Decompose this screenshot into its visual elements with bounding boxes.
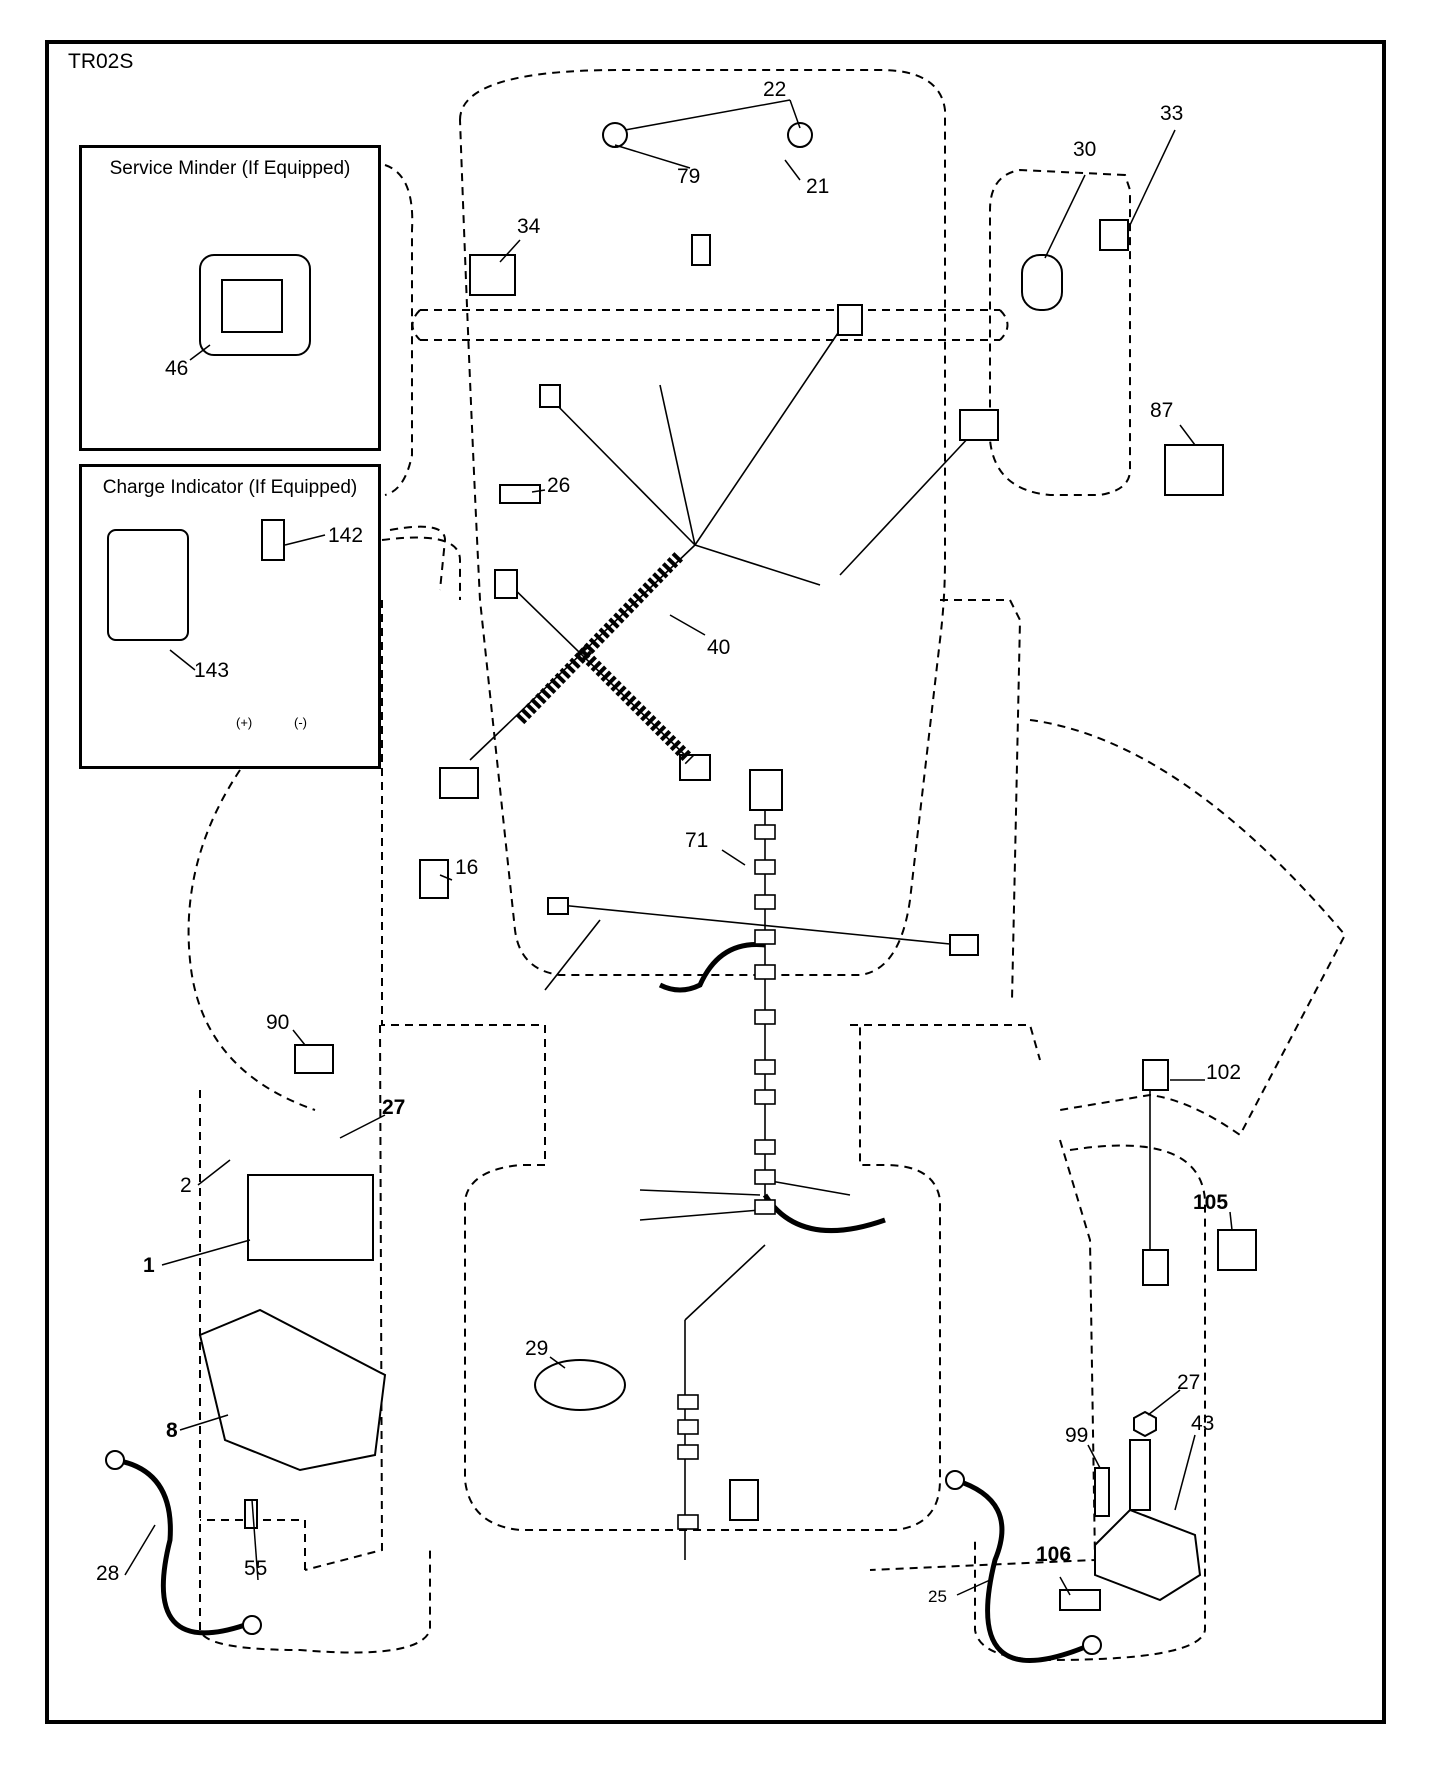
charge-connector — [261, 519, 285, 561]
switch-34 — [469, 254, 516, 296]
callout-106: 106 — [1036, 1543, 1072, 1566]
grommet-29 — [534, 1359, 626, 1411]
plug-71-top — [749, 769, 783, 811]
callout-40: 40 — [707, 636, 731, 659]
terminal-minus-label: (-) — [294, 715, 307, 730]
callout-21: 21 — [806, 175, 830, 198]
callout-33: 33 — [1160, 102, 1184, 125]
harness-40-sheath — [515, 550, 695, 765]
callout-43: 43 — [1191, 1412, 1215, 1435]
callout-29: 29 — [525, 1337, 549, 1360]
harness-71-segments — [677, 824, 776, 1530]
cable-28-terminal-bottom — [242, 1615, 262, 1635]
service-minder-title: Service Minder (If Equipped) — [109, 158, 351, 179]
components — [105, 122, 1257, 1655]
callout-79: 79 — [677, 165, 701, 188]
callout-16: 16 — [455, 856, 479, 879]
battery-tray-8 — [198, 1308, 387, 1472]
callout-leaders — [124, 99, 1233, 1596]
callout-8: 8 — [166, 1419, 178, 1442]
callout-1: 1 — [143, 1254, 155, 1277]
headlight-connector — [691, 234, 711, 266]
cable-25-terminal-top — [945, 1470, 965, 1490]
switch-90 — [294, 1044, 334, 1074]
solenoid-105 — [1217, 1229, 1257, 1271]
callout-143: 143 — [194, 659, 230, 682]
switch-87 — [1164, 444, 1224, 496]
callout-90: 90 — [266, 1011, 290, 1034]
cable-28-terminal-top — [105, 1450, 125, 1470]
headlight-bulb-right — [787, 122, 813, 148]
charge-indicator-inset: Charge Indicator (If Equipped) — [79, 464, 381, 769]
callout-27-starter: 27 — [1177, 1371, 1201, 1394]
callout-25: 25 — [928, 1587, 947, 1606]
harness-40-connector-e — [837, 304, 863, 336]
diagram-frame — [45, 40, 1386, 1724]
harness-40-connector-b — [679, 754, 711, 781]
harness-40-connector-d — [539, 384, 561, 408]
charge-indicator-unit — [107, 529, 189, 641]
plug-71-left — [547, 897, 569, 915]
headlight-bulb-left — [602, 122, 628, 148]
starter-solenoid-43 — [1094, 1508, 1202, 1602]
screw-55 — [244, 1499, 258, 1529]
callout-27-battery: 27 — [382, 1096, 406, 1119]
callout-87: 87 — [1150, 399, 1174, 422]
battery-cables — [114, 942, 1091, 1663]
callout-34: 34 — [517, 215, 541, 238]
callout-28: 28 — [96, 1562, 120, 1585]
callout-99: 99 — [1065, 1424, 1089, 1447]
connector-102 — [1142, 1059, 1169, 1091]
bolt-99 — [1094, 1467, 1110, 1517]
callout-142: 142 — [328, 524, 364, 547]
connector-102b — [1142, 1249, 1169, 1286]
callout-22: 22 — [763, 78, 787, 101]
callout-71: 71 — [685, 829, 709, 852]
callout-105: 105 — [1193, 1191, 1229, 1214]
charge-indicator-title: Charge Indicator (If Equipped) — [102, 477, 358, 498]
harness-40-connector-c — [494, 569, 518, 599]
body-outlines — [187, 69, 1347, 1662]
cable-25-terminal-bottom — [1082, 1635, 1102, 1655]
relay-33 — [1099, 219, 1129, 251]
callout-26: 26 — [547, 474, 571, 497]
plug-71-right — [949, 934, 979, 956]
callout-30: 30 — [1073, 138, 1097, 161]
callout-102: 102 — [1206, 1061, 1242, 1084]
ignition-switch-30 — [1021, 254, 1063, 311]
fuse-26 — [499, 484, 541, 504]
callout-55: 55 — [244, 1557, 268, 1580]
starter-post — [1129, 1439, 1151, 1511]
harness-40-connector-a — [439, 767, 479, 799]
clip-106 — [1059, 1589, 1101, 1611]
callout-2: 2 — [180, 1174, 192, 1197]
diagram-code: TR02S — [68, 50, 134, 73]
switch-16 — [419, 859, 449, 899]
harness-40-connector-f — [959, 409, 999, 441]
terminal-plus-label: (+) — [236, 715, 253, 730]
battery-1 — [247, 1174, 374, 1261]
harness-wires — [469, 329, 1151, 1560]
plug-71-bottom — [729, 1479, 759, 1521]
callout-46: 46 — [165, 357, 189, 380]
nut-27 — [1133, 1410, 1157, 1438]
